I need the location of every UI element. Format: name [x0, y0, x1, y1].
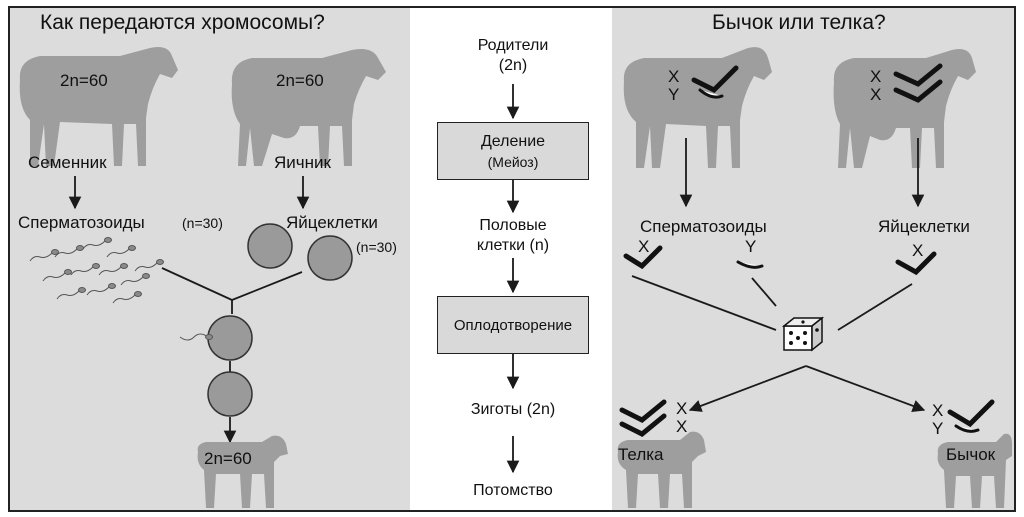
- division-line2: (Мейоз): [487, 153, 539, 170]
- heifer-x1-label: X: [676, 399, 688, 418]
- line-egg-to-dice: [837, 283, 913, 331]
- arrow-to-heifer: [688, 365, 807, 412]
- fertilization-box: Оплодотворение: [437, 296, 589, 354]
- egg-count: (n=30): [356, 239, 397, 255]
- right-sperm-label: Сперматозоиды: [640, 217, 767, 236]
- cow-chromosome-pair: [893, 63, 943, 103]
- bullcalf-silhouette: [937, 433, 1012, 508]
- gametes-line2: клетки (n): [476, 237, 550, 254]
- sperm-label: Сперматозоиды: [18, 213, 145, 232]
- bull-y-label: Y: [668, 85, 680, 104]
- bull-silhouette: [19, 47, 178, 166]
- mother-chromosome-count: 2n=60: [276, 71, 324, 90]
- egg-cell: [247, 223, 293, 269]
- right-egg-label: Яйцеклетки: [878, 217, 970, 236]
- offspring-label: Потомство: [473, 482, 553, 499]
- meiosis-box: Деление (Мейоз): [437, 122, 589, 180]
- egg-cell: [307, 235, 353, 281]
- fertilization-label: Оплодотворение: [453, 316, 573, 334]
- zygote-cell: [207, 371, 253, 417]
- sperm-head: [205, 334, 213, 340]
- arrow-to-bullcalf: [805, 365, 926, 412]
- sperm-x-label: X: [638, 237, 650, 256]
- cow-x2-label: X: [870, 85, 882, 104]
- gametes-label: Половые клетки (n): [443, 218, 583, 254]
- division-line1: Деление: [480, 132, 546, 150]
- bull-silhouette-right: [623, 47, 772, 168]
- bullcalf-label: Бычок: [946, 445, 996, 464]
- egg-label: Яйцеклетки: [286, 213, 378, 232]
- bull-chromosome-pair: [691, 65, 739, 99]
- father-chromosome-count: 2n=60: [60, 71, 108, 90]
- bullcalf-chromosome-pair: [947, 399, 995, 433]
- parents-line2: (2n): [498, 57, 528, 74]
- parents-line1: Родители: [477, 37, 549, 54]
- right-panel-title: Бычок или телка?: [712, 11, 886, 34]
- egg-x-label: X: [912, 241, 924, 260]
- join-line-sperm: [161, 267, 233, 301]
- sperm-entering: [179, 333, 209, 341]
- cow-silhouette-right: [833, 49, 976, 168]
- ovary-label: Яичник: [274, 153, 331, 172]
- line-x-sperm-to-dice: [631, 275, 777, 331]
- sperm-cells: [29, 237, 164, 304]
- cow-x1-label: X: [870, 67, 882, 86]
- sperm-count: (n=30): [182, 215, 223, 231]
- line-y-sperm-to-dice: [751, 277, 777, 307]
- parents-label: Родители (2n): [453, 38, 573, 74]
- testis-label: Семенник: [28, 153, 107, 172]
- heifer-x2-label: X: [676, 417, 688, 436]
- dice-icon: [781, 316, 825, 352]
- heifer-chromosome-pair: [619, 399, 667, 437]
- zygotes-label: Зиготы (2n): [470, 401, 556, 418]
- outer-frame: [8, 6, 1016, 512]
- bull-x-label: X: [668, 67, 680, 86]
- heifer-silhouette: [617, 431, 706, 508]
- calf-silhouette: [197, 435, 288, 508]
- heifer-label: Телка: [618, 445, 664, 464]
- join-line-egg: [231, 271, 303, 301]
- gametes-line1: Половые: [479, 217, 547, 234]
- fertilized-egg: [207, 315, 253, 361]
- bullcalf-y-label: Y: [932, 419, 944, 438]
- left-panel-title: Как передаются хромосомы?: [40, 11, 325, 34]
- sperm-y-chromosome: [736, 260, 764, 269]
- sperm-x-chromosome: [623, 245, 663, 270]
- bullcalf-x-label: X: [932, 401, 944, 420]
- egg-x-chromosome: [895, 251, 937, 276]
- sperm-y-label: Y: [745, 237, 757, 256]
- calf-chromosome-count: 2n=60: [204, 449, 252, 468]
- cow-silhouette-left: [231, 49, 386, 166]
